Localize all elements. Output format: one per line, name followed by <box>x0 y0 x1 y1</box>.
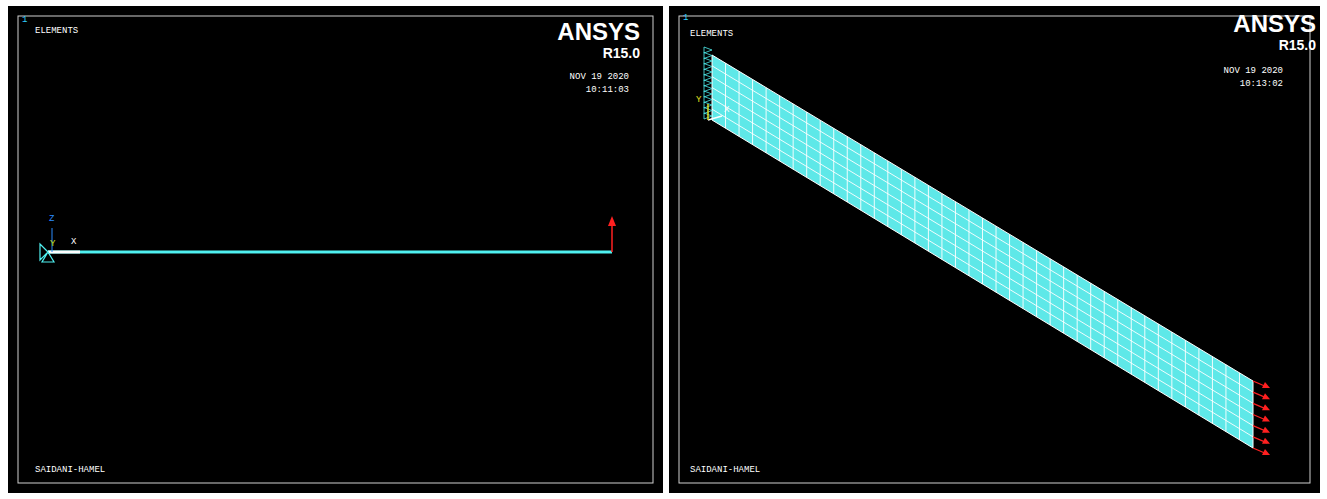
time-label: 10:11:03 <box>586 86 629 95</box>
version-label: R15.0 <box>1279 38 1316 52</box>
plot-type: ELEMENTS <box>690 30 733 39</box>
axis-label: Y <box>50 240 55 249</box>
version-label: R15.0 <box>603 46 640 60</box>
beam-line <box>48 251 612 254</box>
axis-x <box>48 251 80 254</box>
axis-label: X <box>71 238 76 247</box>
force-arrows <box>1253 381 1270 455</box>
axis-y <box>707 104 709 120</box>
brand-logo: ANSYS <box>557 20 640 44</box>
title-label: SAIDANI-HAMEL <box>690 466 760 475</box>
force-arrowhead <box>608 216 616 226</box>
mesh-lines <box>712 63 1253 440</box>
plot-type: ELEMENTS <box>35 27 78 36</box>
viewport-panel <box>669 6 1320 493</box>
constraint-symbols <box>704 47 712 119</box>
axis-x <box>708 116 722 120</box>
viewport-frame <box>18 16 653 483</box>
window-number: 1 <box>683 14 688 23</box>
time-label: 10:13:02 <box>1240 80 1283 89</box>
brand-logo: ANSYS <box>1233 12 1316 36</box>
axis-label: Z <box>49 215 54 224</box>
date-label: NOV 19 2020 <box>570 73 629 82</box>
viewport-panel <box>8 6 663 493</box>
window-number: 1 <box>22 16 27 25</box>
date-label: NOV 19 2020 <box>1224 67 1283 76</box>
axis-label: Y <box>696 96 701 105</box>
viewport-frame <box>679 16 1310 483</box>
title-label: SAIDANI-HAMEL <box>35 466 105 475</box>
beam-mesh <box>712 55 1253 448</box>
axis-label: X <box>724 106 729 115</box>
